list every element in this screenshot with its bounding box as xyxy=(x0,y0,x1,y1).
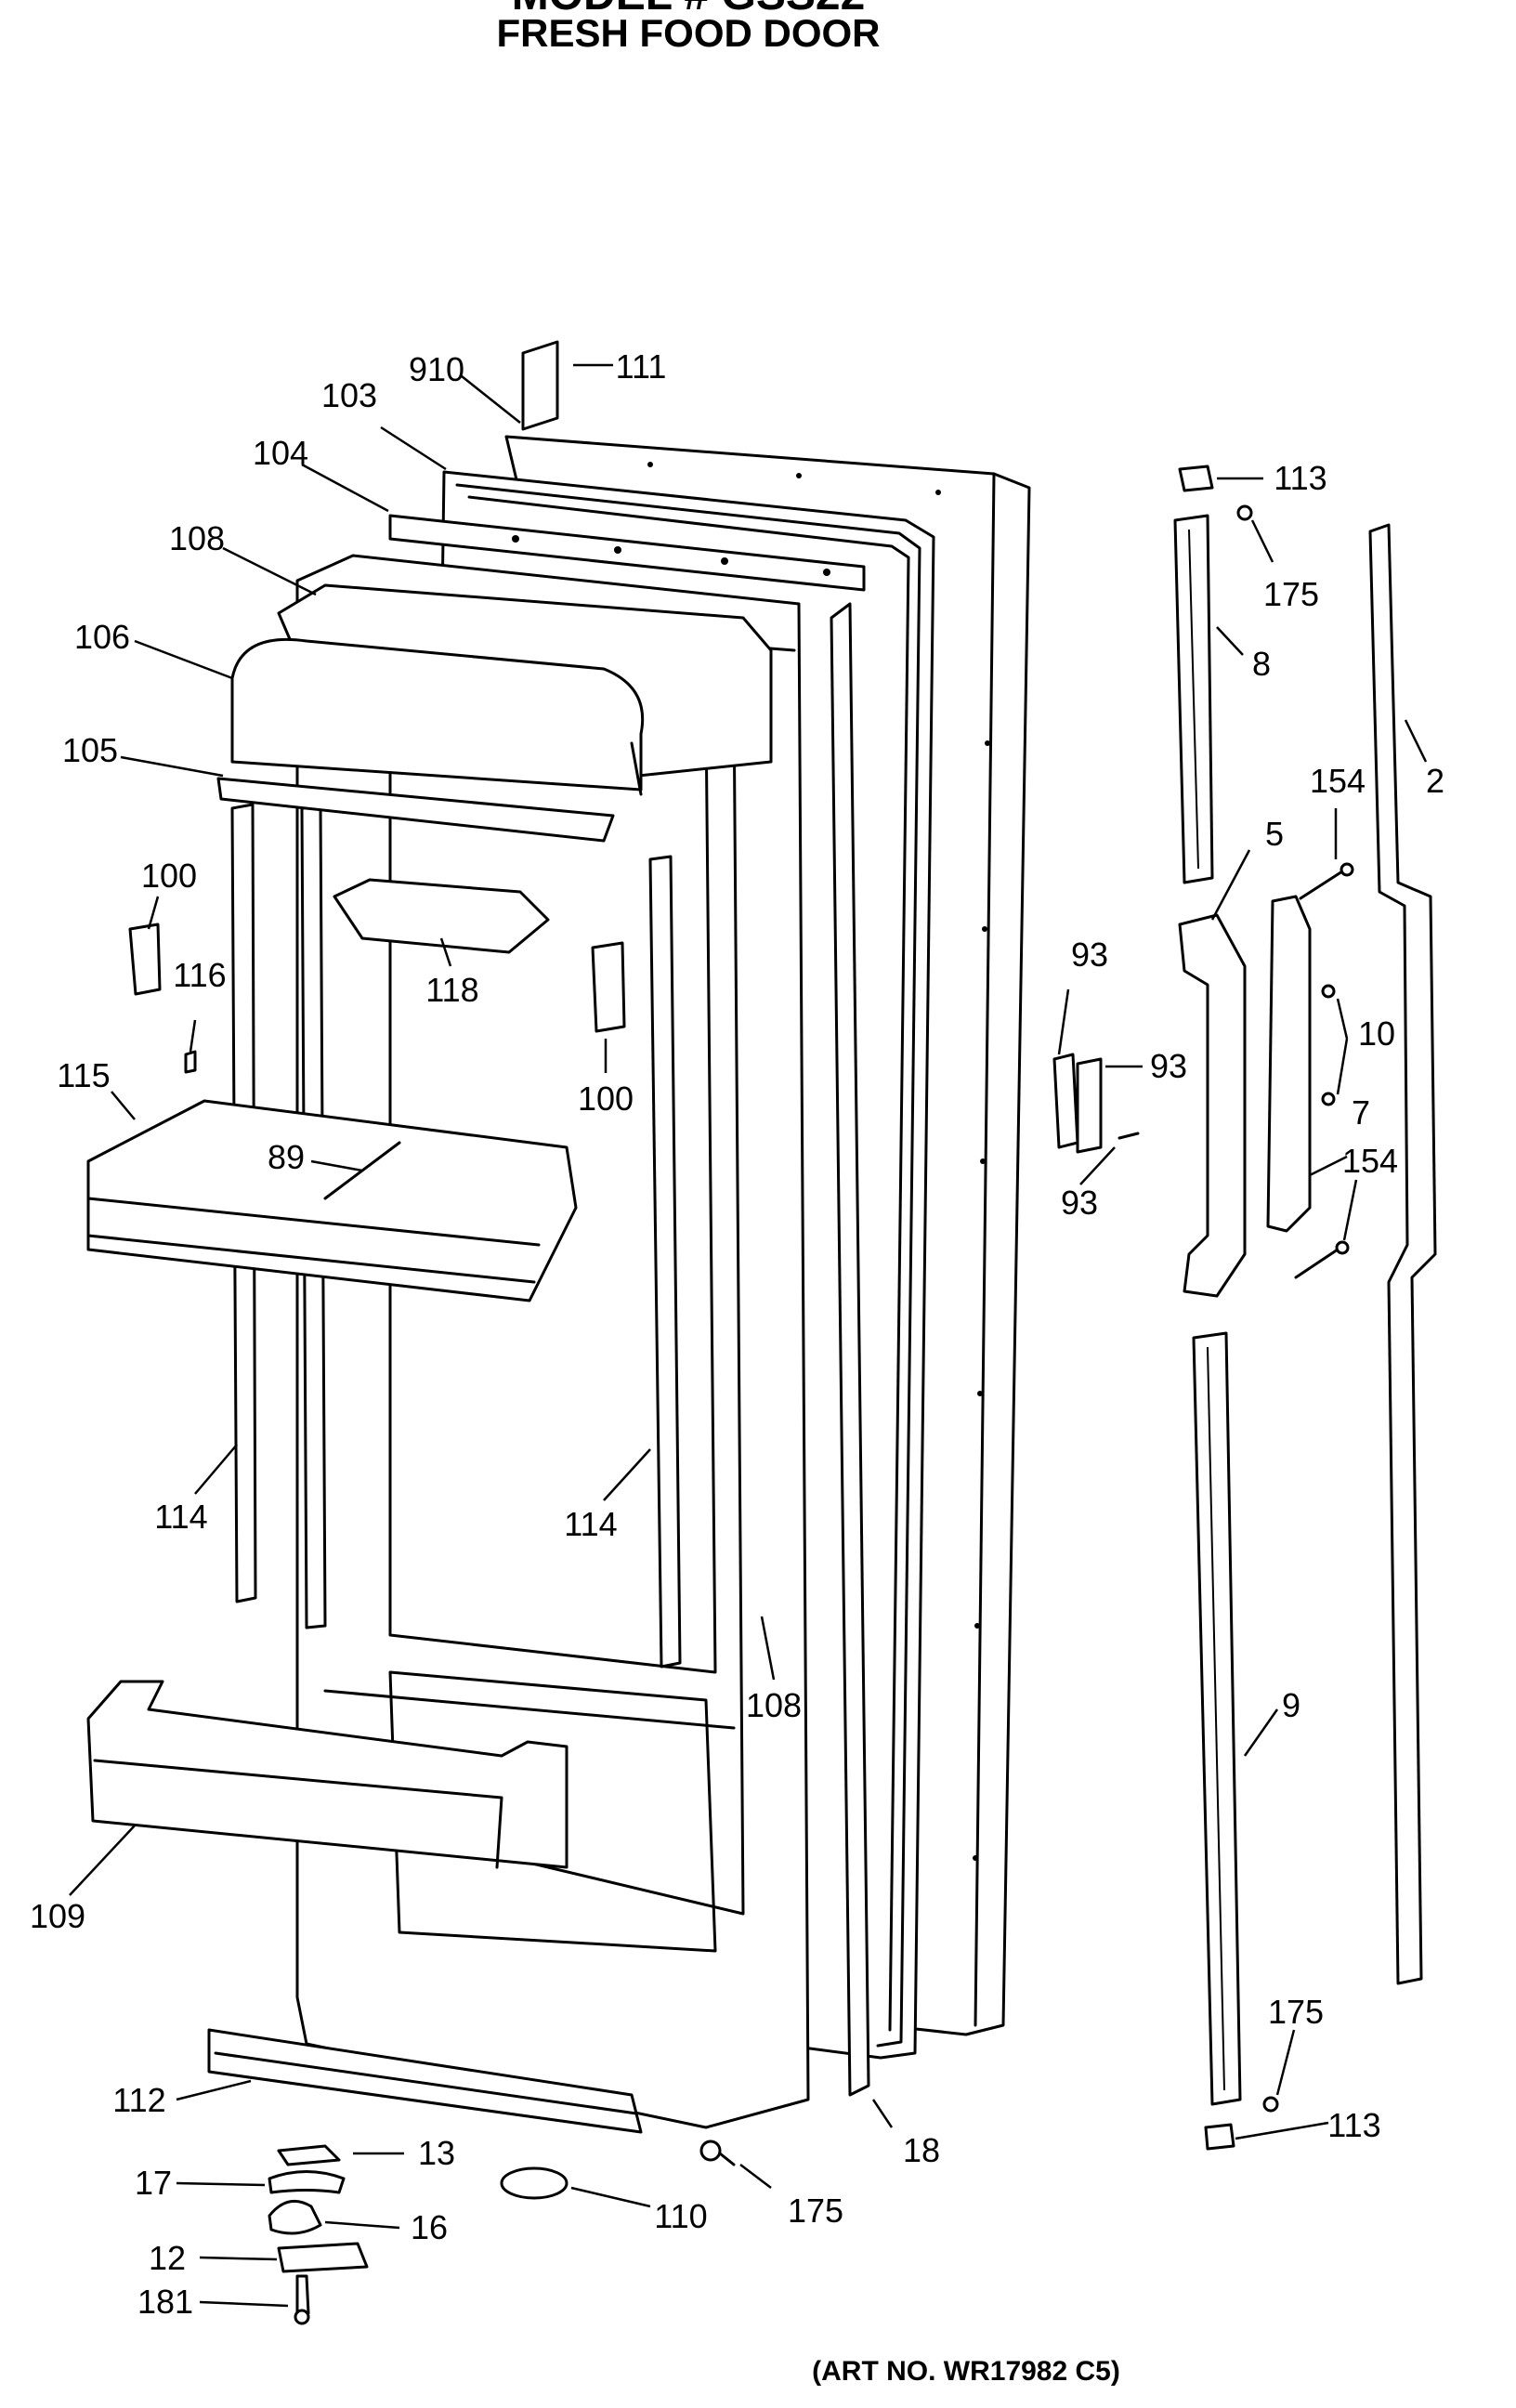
label-115: 115 xyxy=(57,1056,110,1094)
label-12: 12 xyxy=(149,2239,186,2277)
page-title: FRESH FOOD DOOR xyxy=(496,11,880,55)
cap-110 xyxy=(500,2166,568,2200)
shelf-bin-115 xyxy=(86,1099,578,1302)
screw-154-top xyxy=(1299,862,1354,900)
cap-113-bottom xyxy=(1204,2123,1235,2151)
plates-93 xyxy=(1052,1053,1140,1154)
screw-175-top xyxy=(1236,504,1253,521)
label-106: 106 xyxy=(74,618,130,656)
label-111: 111 xyxy=(616,347,667,386)
label-2: 2 xyxy=(1426,762,1444,800)
label-104: 104 xyxy=(253,434,308,472)
handle-5 xyxy=(1178,913,1247,1298)
trim-strip-2 xyxy=(1368,523,1437,1985)
label-113-top: 113 xyxy=(1274,459,1326,497)
shim-17 xyxy=(268,2170,346,2194)
handle-mount-8 xyxy=(1173,514,1214,884)
label-13: 13 xyxy=(418,2134,455,2172)
screw-175-bottom xyxy=(699,2140,736,2166)
label-110: 110 xyxy=(654,2197,707,2235)
label-100-left: 100 xyxy=(141,857,197,895)
bottom-strip-112 xyxy=(207,2028,643,2134)
screw-154-bottom xyxy=(1294,1240,1350,1279)
label-154-top: 154 xyxy=(1310,762,1366,800)
screws-10 xyxy=(1321,984,1336,1106)
label-116: 116 xyxy=(173,956,226,994)
hinge-12 xyxy=(277,2242,369,2273)
screw-175-lower xyxy=(1262,2096,1279,2113)
gasket-ladder-18 xyxy=(830,602,870,2097)
label-18: 18 xyxy=(903,2131,940,2169)
label-17: 17 xyxy=(135,2164,172,2202)
label-108-lower: 108 xyxy=(746,1686,802,1724)
label-100-right: 100 xyxy=(578,1080,634,1118)
shelf-clip-100-right xyxy=(591,941,626,1033)
dairy-compartment-106 xyxy=(230,583,773,796)
label-175-top: 175 xyxy=(1263,575,1319,613)
label-7: 7 xyxy=(1352,1093,1370,1132)
label-93-top: 93 xyxy=(1071,936,1108,974)
label-112: 112 xyxy=(112,2081,165,2119)
label-93-low: 93 xyxy=(1061,1184,1098,1222)
label-16: 16 xyxy=(411,2208,448,2246)
label-181: 181 xyxy=(137,2283,193,2321)
label-910: 910 xyxy=(409,350,464,388)
door-bin-109 xyxy=(86,1680,568,1869)
label-175-bottom: 175 xyxy=(788,2192,843,2230)
label-108-top: 108 xyxy=(169,519,225,557)
label-9: 9 xyxy=(1282,1686,1300,1724)
label-105: 105 xyxy=(62,731,118,769)
screw-181 xyxy=(294,2274,310,2325)
label-103: 103 xyxy=(321,376,377,414)
door-liner xyxy=(295,554,810,2129)
label-175-lower: 175 xyxy=(1268,1993,1324,2031)
label-89: 89 xyxy=(268,1138,305,1176)
dairy-rail-105 xyxy=(216,777,615,843)
handle-insert-7 xyxy=(1266,895,1312,1233)
label-154-bottom: 154 xyxy=(1342,1142,1398,1180)
hinge-plate-13 xyxy=(277,2144,341,2166)
top-strip-111 xyxy=(521,340,559,431)
label-118: 118 xyxy=(425,971,478,1009)
art-number: (ART NO. WR17982 C5) xyxy=(812,2356,1120,2387)
part-labels: 910 111 103 104 108 106 105 100 116 118 … xyxy=(30,347,1444,2321)
ladder-rail-114-right xyxy=(648,855,682,1669)
label-109: 109 xyxy=(30,1897,85,1935)
model-title: MODEL # GSS22 xyxy=(512,0,866,20)
label-113-bottom: 113 xyxy=(1327,2106,1380,2144)
shelf-clip-100-left xyxy=(128,923,162,996)
label-10: 10 xyxy=(1358,1014,1395,1053)
label-93-mid: 93 xyxy=(1150,1047,1187,1085)
label-114-left: 114 xyxy=(154,1498,207,1536)
handle-mount-9 xyxy=(1192,1331,1242,2106)
label-5: 5 xyxy=(1265,815,1284,853)
breaker-strip-104 xyxy=(388,514,866,592)
label-8: 8 xyxy=(1252,645,1271,683)
cap-113-top xyxy=(1178,465,1214,492)
leader-lines xyxy=(69,363,1428,2308)
clip-116 xyxy=(184,1050,197,1074)
bushing-16 xyxy=(268,2199,322,2235)
egg-tray-118 xyxy=(333,878,550,954)
label-114-right: 114 xyxy=(564,1505,617,1543)
